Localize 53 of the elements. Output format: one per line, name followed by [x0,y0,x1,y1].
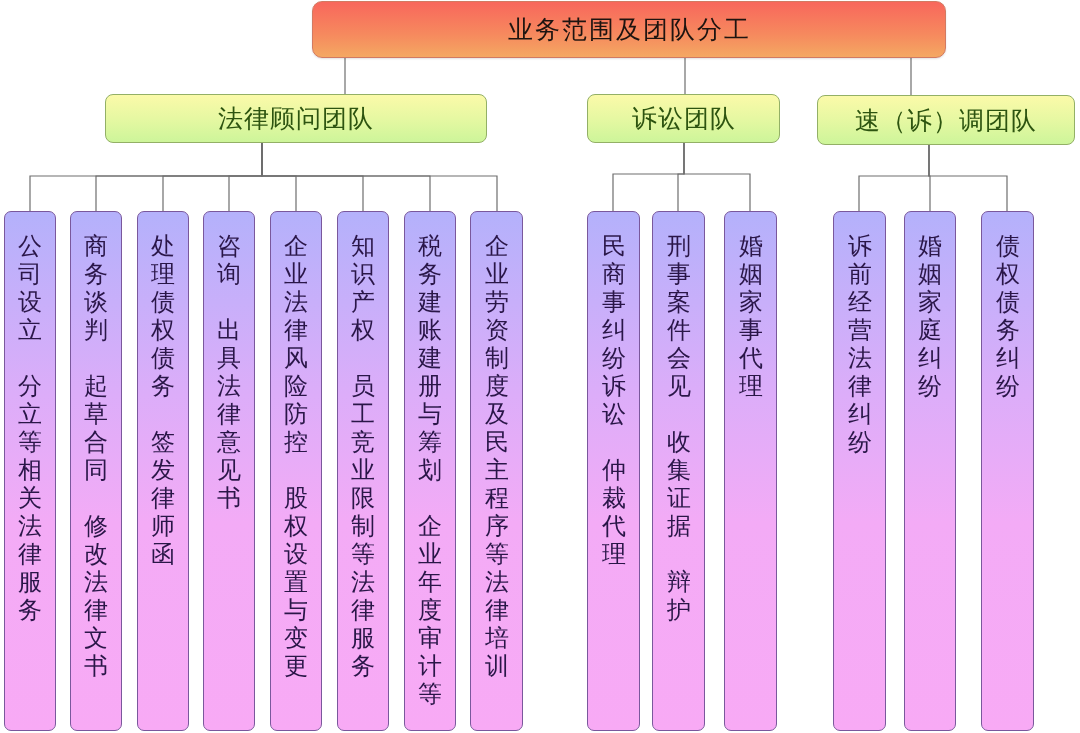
team-name: 诉讼团队 [631,103,736,135]
service-text: 分立等相关法律服务 [18,372,42,624]
team-box [587,94,780,143]
service-box [724,211,777,731]
service-text: 起草合同 [84,372,108,484]
service-text: 处理债权债务 [151,232,175,400]
service-text: 企业劳资制度及民主程序等法律培训 [484,232,509,680]
connector-line [928,144,1008,212]
service-text: 诉前经营法律纠纷 [847,232,872,456]
service-text: 公司设立 [18,232,42,344]
service-box [904,211,956,731]
service-text: 婚姻家事代理 [738,232,763,400]
service-box [404,211,456,731]
service-text: 员工竞业限制等法律服务 [351,372,375,680]
service-text: 修改法律文书 [84,512,108,680]
team-box [817,95,1075,145]
service-box [470,211,523,731]
service-text: 仲裁代理 [601,456,626,568]
team-name: 法律顾问团队 [218,103,374,135]
service-text: 企业年度审计等 [418,512,442,708]
service-text: 股权设置与变更 [284,484,308,680]
service-box [652,211,705,731]
connector-line [910,57,912,96]
service-box [587,211,640,731]
service-text: 刑事案件会见 [666,232,691,400]
team-box [105,94,487,143]
heading-box [312,1,946,58]
service-box [270,211,322,731]
service-text: 出具法律意见书 [217,316,241,512]
service-text: 民商事纠纷诉讼 [601,232,626,428]
service-box [833,211,886,731]
service-box [70,211,122,731]
service-box [203,211,255,731]
heading-text: 业务范围及团队分工 [507,14,751,46]
service-text: 收集证据 [666,428,691,540]
service-box [337,211,389,731]
service-text: 商务谈判 [84,232,108,344]
service-text: 辩护 [666,568,691,624]
service-text: 企业法律风险防控 [284,232,308,456]
connector-line [683,142,751,212]
service-box [981,211,1034,731]
service-text: 婚姻家庭纠纷 [918,232,942,400]
service-text: 债权债务纠纷 [995,232,1020,400]
team-name: 速（诉）调团队 [855,104,1037,137]
service-text: 咨询 [217,232,241,288]
connector-line [261,142,498,212]
service-box [137,211,189,731]
connector-line [344,57,346,95]
service-text: 知识产权 [351,232,375,344]
connector-line [684,57,686,95]
service-text: 税务建账建册与筹划 [418,232,442,484]
service-box [4,211,56,731]
service-text: 签发律师函 [151,428,175,568]
